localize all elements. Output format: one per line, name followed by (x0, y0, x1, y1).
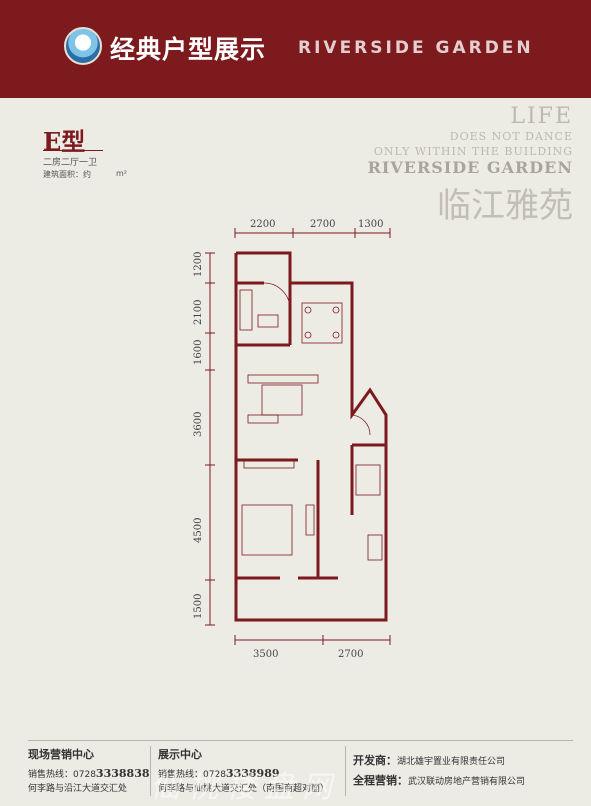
brand-english: RIVERSIDE GARDEN (298, 38, 534, 58)
slogan-line3: ONLY WITHIN THE BUILDING (373, 145, 573, 158)
left-dim-5: 4500 (193, 518, 204, 543)
slogan-life: LIFE (510, 104, 573, 129)
site-sales-center: 现场营销中心 销售热线：07283338838 何李路与沿江大道交汇处 (28, 746, 150, 794)
developer-label: 开发商： (353, 754, 397, 767)
title-underline (43, 150, 103, 151)
site-hotline-number: 3338838 (95, 767, 150, 780)
show-address: 何李路与仙桃大道交汇处（南国商超对面） (158, 784, 330, 794)
left-dim-2: 2100 (193, 300, 204, 325)
show-hotline-prefix: 0728 (203, 770, 226, 780)
show-center: 展示中心 销售热线：07283338989 何李路与仙桃大道交汇处（南国商超对面… (158, 746, 329, 794)
show-hotline-number: 3338989 (225, 767, 280, 780)
site-title: 现场营销中心 (28, 748, 94, 761)
top-dim-1: 2200 (250, 219, 275, 230)
room-config: 二房二厅一卫 (43, 158, 98, 168)
footer-separator-2 (345, 746, 346, 796)
slogan-line2: DOES NOT DANCE (449, 130, 573, 143)
site-hotline-prefix: 0728 (73, 770, 96, 780)
footer-divider (28, 740, 573, 741)
agent-name: 武汉联动房地产营销有限公司 (408, 777, 526, 787)
brand-title: 经典户型展示 (110, 35, 267, 64)
bottom-dim-2: 2700 (338, 649, 363, 660)
show-hotline-label: 销售热线： (158, 770, 204, 780)
top-dim-3: 1300 (358, 219, 383, 230)
top-dim-2: 2700 (310, 219, 335, 230)
bottom-dim-1: 3500 (253, 649, 278, 660)
left-dim-6: 1500 (193, 594, 204, 619)
footer-separator-1 (150, 746, 151, 796)
left-dim-3: 1600 (193, 340, 204, 365)
floor-plan: 2200 2700 1300 3500 2700 1200 2100 1600 … (193, 219, 391, 660)
left-dim-4: 3600 (193, 412, 204, 437)
area-label: 建筑面积：约 (43, 170, 91, 179)
site-watermark: 仙桃楼盘网 (150, 770, 340, 805)
site-hotline-label: 销售热线： (28, 770, 74, 780)
developer-name: 湖北雄宇置业有限责任公司 (397, 757, 506, 767)
area-unit: m² (116, 169, 127, 178)
site-address: 何李路与沿江大道交汇处 (28, 784, 128, 794)
left-dim-1: 1200 (193, 252, 204, 277)
company-info: 开发商：湖北雄宇置业有限责任公司 全程营销：武汉联动房地产营销有限公司 (353, 752, 525, 788)
slogan-chinese-name: 临江雅苑 (437, 186, 573, 226)
show-title: 展示中心 (158, 748, 202, 761)
agent-label: 全程营销： (353, 774, 408, 787)
slogan-english-name: RIVERSIDE GARDEN (367, 158, 573, 177)
unit-type-title: E型 (43, 127, 86, 156)
globe-logo-icon (64, 27, 102, 65)
